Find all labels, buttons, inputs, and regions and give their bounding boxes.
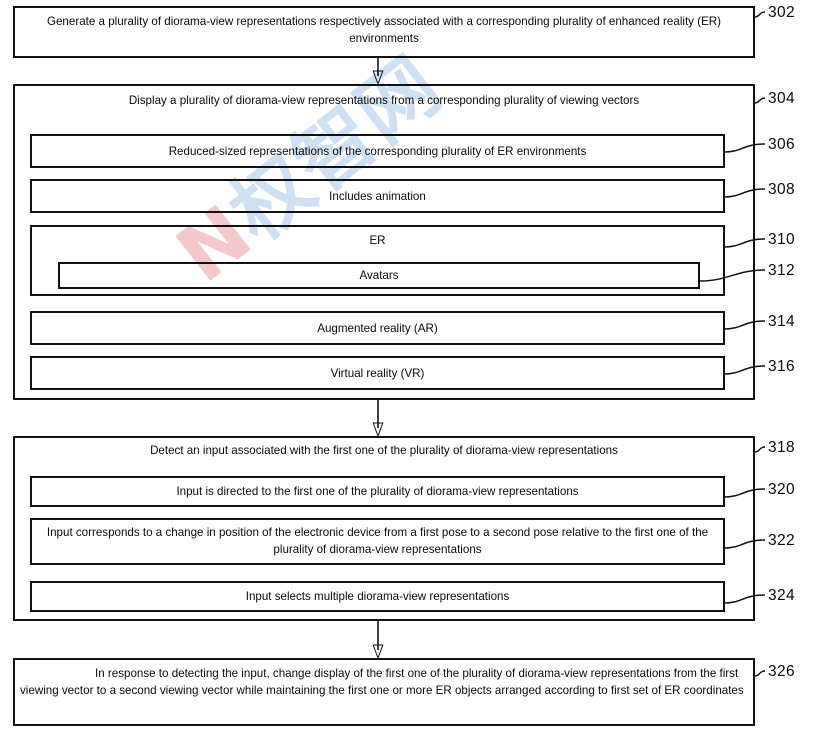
step-box-314 (30, 311, 725, 345)
step-box-306 (30, 134, 725, 168)
step-text-310: ER (369, 234, 386, 247)
step-box-302 (13, 6, 755, 58)
step-text-302: Generate a plurality of diorama-view rep… (46, 15, 722, 45)
step-text-326: In response to detecting the input, chan… (20, 667, 744, 697)
ref-numeral-314: 314 (768, 313, 796, 330)
step-box-312 (58, 262, 700, 289)
step-box-310 (30, 225, 725, 296)
ref-numeral-322: 322 (768, 532, 796, 549)
step-text-306: Reduced-sized representations of the cor… (168, 145, 587, 158)
flow-arrow-318-326 (372, 621, 384, 660)
ref-numeral-320: 320 (768, 481, 796, 498)
ref-numeral-324: 324 (768, 587, 796, 604)
flow-arrow-304-318 (372, 400, 384, 438)
step-text-304: Display a plurality of diorama-view repr… (128, 94, 640, 107)
step-text-312: Avatars (359, 269, 399, 282)
step-box-326 (13, 658, 755, 726)
step-box-320 (30, 476, 725, 507)
ref-numeral-318: 318 (768, 439, 796, 456)
step-text-308: Includes animation (329, 190, 426, 203)
ref-numeral-302: 302 (768, 4, 796, 21)
step-text-324: Input selects multiple diorama-view repr… (245, 590, 510, 603)
step-text-314: Augmented reality (AR) (317, 322, 438, 335)
flow-arrow-302-304 (372, 58, 384, 86)
step-text-316: Virtual reality (VR) (330, 367, 425, 380)
leader-318 (754, 446, 766, 453)
step-box-324 (30, 581, 725, 612)
ref-numeral-312: 312 (768, 262, 796, 279)
ref-numeral-304: 304 (768, 90, 796, 107)
ref-numeral-326: 326 (768, 663, 796, 680)
step-text-320: Input is directed to the first one of th… (176, 485, 579, 498)
step-text-318: Detect an input associated with the firs… (150, 444, 618, 457)
step-box-318 (13, 436, 755, 621)
ref-numeral-308: 308 (768, 181, 796, 198)
step-text-322: Input corresponds to a change in positio… (46, 526, 709, 556)
leader-326 (754, 670, 766, 677)
ref-numeral-310: 310 (768, 231, 796, 248)
leader-304 (754, 97, 766, 104)
step-box-322 (30, 518, 725, 565)
step-box-308 (30, 179, 725, 213)
ref-numeral-306: 306 (768, 136, 796, 153)
ref-numeral-316: 316 (768, 358, 796, 375)
leader-302 (754, 11, 766, 18)
step-box-316 (30, 356, 725, 390)
